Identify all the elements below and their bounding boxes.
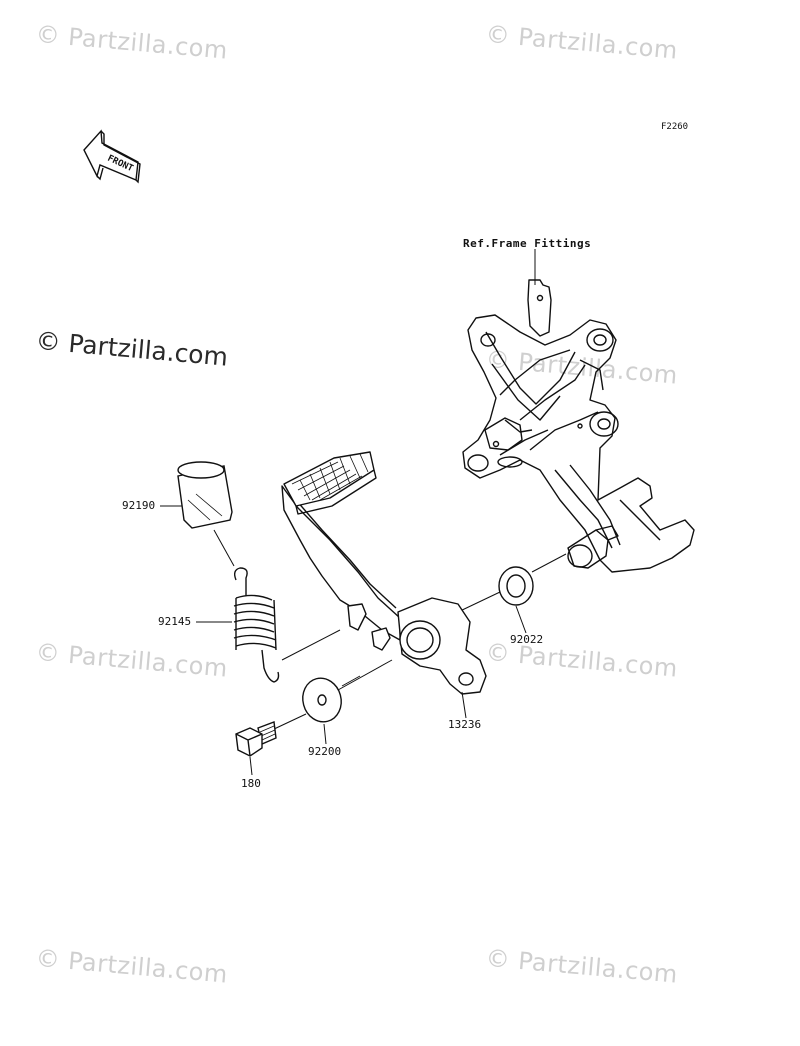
- part-label-92190[interactable]: 92190: [122, 499, 156, 512]
- front-arrow-icon: FRONT: [83, 129, 141, 184]
- part-label-92200[interactable]: 92200: [308, 745, 342, 758]
- part-label-13236[interactable]: 13236: [448, 718, 482, 731]
- ref-frame-fittings-label: Ref.Frame Fittings: [463, 237, 592, 250]
- cover-92190: [177, 461, 233, 529]
- washer-92200: [302, 677, 342, 723]
- washer-92022: [498, 566, 534, 606]
- frame-bracket: [462, 279, 695, 573]
- diagram-code: F2260: [661, 122, 689, 132]
- spring-92145: [233, 567, 280, 683]
- bolt-180: [235, 721, 277, 757]
- brake-pedal-13236: [281, 451, 487, 695]
- part-label-180[interactable]: 180: [241, 777, 261, 790]
- part-label-92145[interactable]: 92145: [158, 615, 192, 628]
- part-label-92022[interactable]: 92022: [510, 633, 544, 646]
